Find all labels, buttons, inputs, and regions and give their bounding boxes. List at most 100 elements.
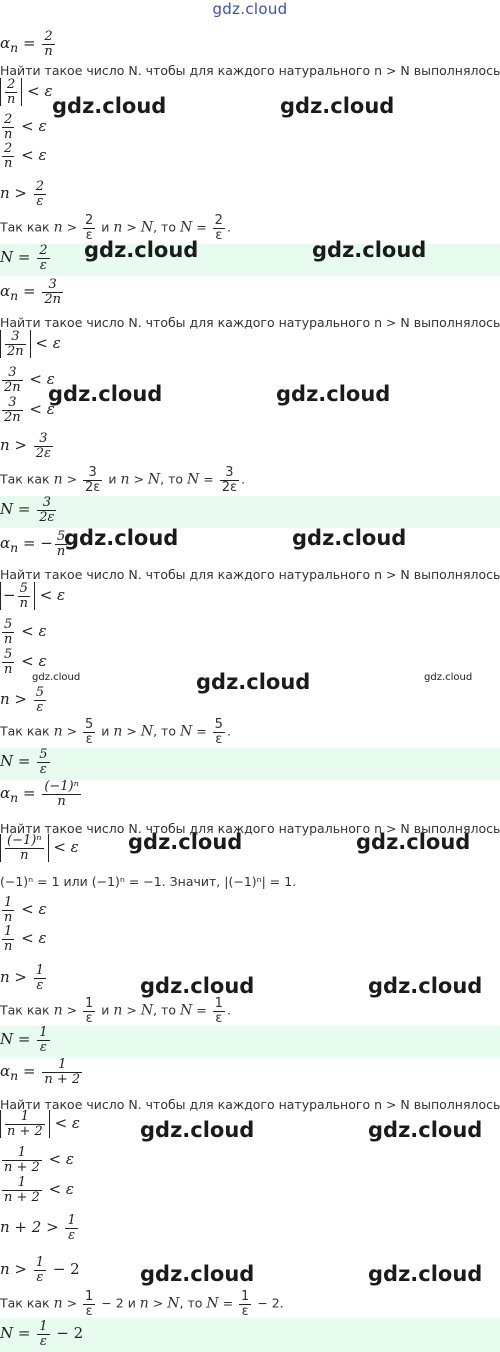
watermark: gdz.cloud: [64, 526, 179, 550]
den: ε: [85, 1303, 93, 1319]
den: ε: [39, 761, 47, 777]
num: 1: [42, 1058, 83, 1073]
den: 2n: [7, 343, 24, 359]
num: 2: [2, 113, 15, 128]
watermark: gdz.cloud: [424, 672, 473, 683]
den: ε: [39, 1039, 47, 1055]
num: 2: [33, 179, 47, 195]
num: (−1)ⁿ: [5, 833, 44, 849]
watermark: gdz.cloud: [292, 526, 407, 550]
den: n: [7, 91, 16, 107]
den: 2n: [44, 291, 61, 307]
num: 3: [2, 396, 23, 411]
watermark: gdz.cloud: [368, 974, 483, 998]
num: 3: [33, 432, 54, 447]
den: n: [4, 661, 13, 677]
watermark: gdz.cloud: [280, 94, 395, 118]
watermark: gdz.cloud: [276, 382, 391, 406]
task-text-3: Найти такое число N. чтобы для каждого н…: [0, 567, 500, 582]
watermark: gdz.cloud: [48, 382, 163, 406]
note-4: (−1)ⁿ = 1 или (−1)ⁿ = −1. Значит, |(−1)ⁿ…: [0, 874, 297, 889]
den: n + 2: [4, 1159, 40, 1175]
num: 1: [5, 1110, 45, 1125]
watermark: gdz.cloud: [52, 94, 167, 118]
num: 1: [2, 1176, 42, 1191]
num: 1: [2, 896, 15, 911]
num: 2: [5, 78, 18, 93]
den: 2n: [4, 379, 21, 395]
watermark: gdz.cloud: [140, 1262, 255, 1286]
den: n + 2: [44, 1071, 81, 1087]
watermark: gdz.cloud: [128, 830, 243, 854]
den: ε: [85, 731, 93, 747]
den: 2n: [4, 409, 21, 425]
num: 3: [37, 496, 57, 511]
num: 3: [5, 330, 26, 345]
den: ε: [39, 1333, 47, 1349]
watermark: gdz.cloud: [356, 830, 471, 854]
num: 1: [65, 1213, 78, 1229]
num: 5: [33, 685, 47, 701]
den: 2ε: [35, 445, 52, 461]
task-text-5: Найти такое число N. чтобы для каждого н…: [0, 1097, 500, 1112]
den: ε: [85, 227, 93, 243]
num: 1: [37, 1319, 50, 1335]
watermark: gdz.cloud: [312, 238, 427, 262]
num: 5: [2, 618, 15, 633]
den: n: [4, 155, 13, 171]
den: n: [4, 631, 13, 647]
answer-band-5: [0, 1318, 500, 1352]
den: n + 2: [7, 1123, 43, 1139]
den: n: [4, 126, 13, 142]
answer-band-2: [0, 496, 500, 528]
den: n: [4, 909, 13, 925]
num: 2: [42, 30, 55, 45]
den: 2ε: [221, 479, 237, 495]
num: 1: [239, 1289, 252, 1305]
den: ε: [36, 699, 44, 715]
num: 1: [83, 1289, 96, 1305]
num: 1: [33, 963, 47, 979]
answer-band-4: [0, 1026, 500, 1058]
num: 3: [2, 366, 23, 381]
num: 1: [2, 925, 15, 940]
num: 1: [212, 996, 225, 1012]
watermark: gdz.cloud: [32, 672, 81, 683]
den: n + 2: [4, 1189, 40, 1205]
den: ε: [215, 731, 223, 747]
answer-band-3: [0, 748, 500, 780]
den: n: [4, 938, 13, 954]
num: 3: [219, 466, 239, 481]
den: ε: [39, 257, 47, 273]
task-text-4: Найти такое число N. чтобы для каждого н…: [0, 821, 500, 836]
num: (−1)ⁿ: [42, 779, 81, 795]
header-link[interactable]: gdz.cloud: [212, 0, 288, 18]
num: 2: [212, 213, 225, 229]
num: 5: [37, 747, 50, 763]
